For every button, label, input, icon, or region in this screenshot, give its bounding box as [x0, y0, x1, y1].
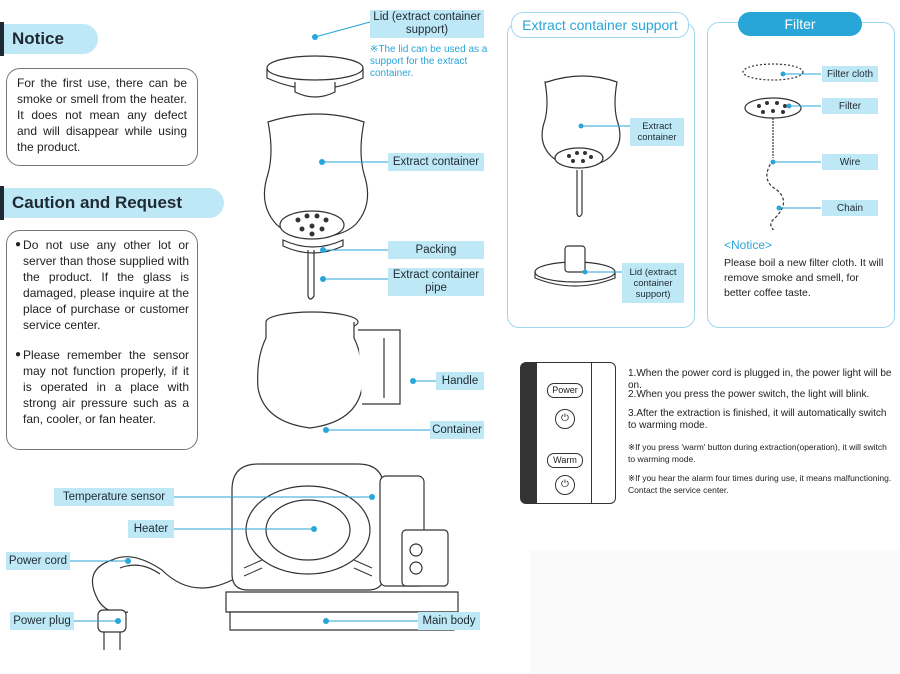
caution-item-text: Do not use any other lot or server than … — [23, 238, 189, 332]
support-drawing — [534, 75, 631, 287]
caution-item: ● Do not use any other lot or server tha… — [15, 237, 189, 333]
support-lid-label: Lid (extract container support) — [622, 263, 684, 303]
instruction-step: 2.When you press the power switch, the l… — [628, 389, 870, 400]
filter-drawing — [742, 63, 821, 230]
filter-cloth-label: Filter cloth — [822, 66, 878, 82]
instruction-step: 1.When the power cord is plugged in, the… — [628, 368, 892, 391]
instruction-note: ※If you hear the alarm four times during… — [628, 473, 892, 495]
notice-text: For the first use, there can be smoke or… — [17, 76, 187, 154]
extract-container-label: Extract container — [388, 153, 484, 171]
main-body-drawing — [225, 463, 459, 631]
filter-panel-title: Filter — [738, 12, 862, 36]
container-drawing — [257, 311, 401, 429]
handle-label: Handle — [436, 372, 484, 390]
bullet-icon: ● — [15, 239, 22, 250]
power-cord-drawing — [91, 556, 233, 650]
wire-label: Wire — [822, 154, 878, 170]
caution-item: ● Please remember the sensor may not fun… — [15, 347, 189, 427]
pointer-lines — [70, 21, 436, 624]
filter-notice-text: Please boil a new filter cloth. It will … — [724, 257, 884, 299]
lid-note: ※The lid can be used as a support for th… — [370, 44, 488, 79]
product-diagram — [70, 21, 459, 650]
caution-heading: Caution and Request — [4, 188, 224, 218]
packing-label: Packing — [388, 241, 484, 259]
caution-list: ● Do not use any other lot or server tha… — [7, 231, 197, 427]
temperature-sensor-label: Temperature sensor — [54, 488, 174, 506]
caution-header-bar — [0, 186, 4, 220]
bullet-icon: ● — [15, 349, 22, 360]
power-light-label: Power — [547, 383, 583, 398]
control-panel-side — [591, 363, 616, 503]
support-extract-container-label: Extract container — [630, 118, 684, 146]
support-panel-title: Extract container support — [511, 12, 689, 38]
extract-pipe-label: Extract container pipe — [388, 268, 484, 296]
container-label: Container — [430, 421, 484, 439]
chain-label: Chain — [822, 200, 878, 216]
warm-light-label: Warm — [547, 453, 583, 468]
main-body-label: Main body — [418, 612, 480, 630]
notice-header-bar — [0, 22, 4, 56]
notice-box: For the first use, there can be smoke or… — [6, 68, 198, 166]
instruction-note: ※If you press 'warm' button during extra… — [628, 442, 887, 464]
instruction-step: 3.After the extraction is finished, it w… — [628, 408, 887, 431]
power-plug-label: Power plug — [10, 612, 74, 630]
extract-container-drawing — [263, 113, 369, 300]
notice-heading: Notice — [4, 24, 98, 54]
warm-button[interactable]: ⏻ — [555, 475, 575, 495]
power-cord-label: Power cord — [6, 552, 70, 570]
control-panel-edge — [521, 363, 537, 503]
blank-area — [530, 550, 900, 674]
filter-label: Filter — [822, 98, 878, 114]
lid-drawing — [266, 55, 364, 98]
caution-box: ● Do not use any other lot or server tha… — [6, 230, 198, 450]
control-panel: Power ⏻ Warm ⏻ — [520, 362, 616, 504]
heater-label: Heater — [128, 520, 174, 538]
caution-item-text: Please remember the sensor may not funct… — [23, 348, 189, 426]
power-button[interactable]: ⏻ — [555, 409, 575, 429]
filter-notice-title: <Notice> — [724, 238, 773, 252]
lid-label: Lid (extract container support) — [370, 10, 484, 38]
